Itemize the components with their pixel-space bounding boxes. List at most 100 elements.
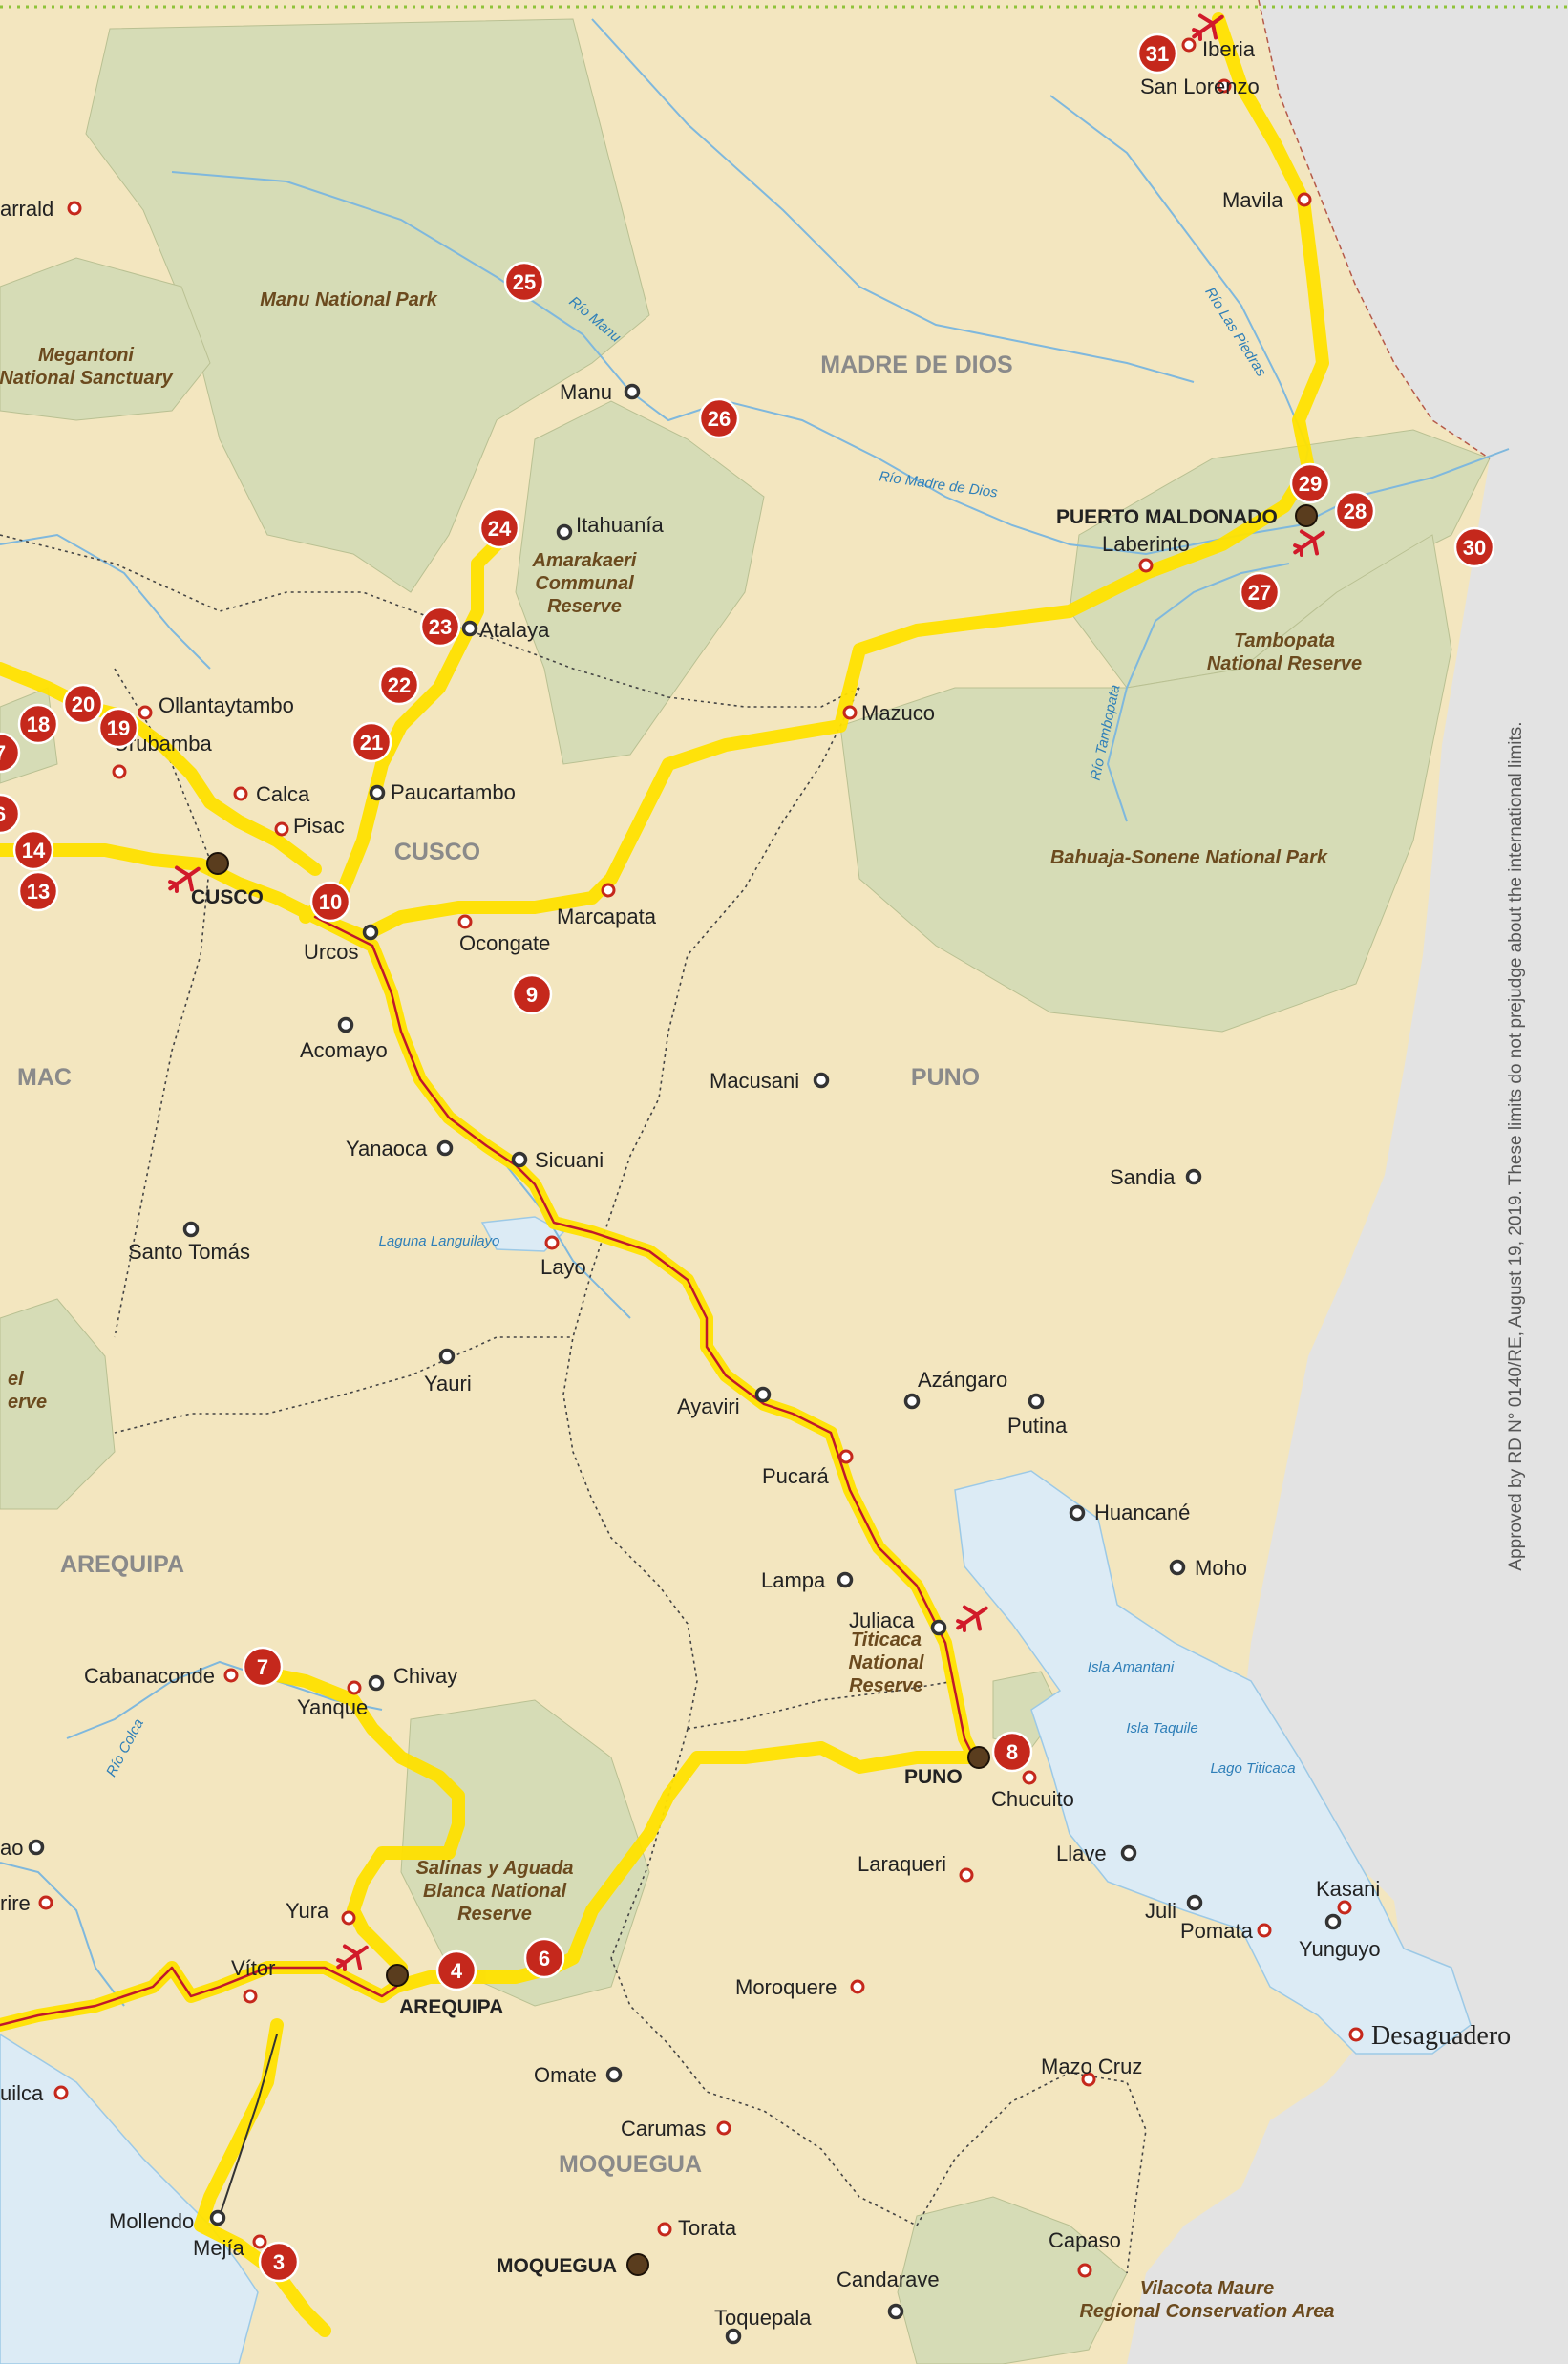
region-label-cusco: CUSCO — [394, 839, 480, 865]
place-moho[interactable]: Moho — [1169, 1556, 1248, 1580]
poi-marker-6[interactable]: 6 — [523, 1937, 565, 1979]
place-ayaviri[interactable]: Ayaviri — [677, 1386, 772, 1419]
place-urcos[interactable]: Urcos — [304, 924, 379, 965]
place-label: CUSCO — [191, 886, 264, 908]
poi-marker-14[interactable]: 14 — [12, 829, 54, 871]
place-ocongate[interactable]: Ocongate — [457, 914, 550, 955]
place-mavila[interactable]: Mavila — [1222, 188, 1312, 212]
poi-marker-4[interactable]: 4 — [435, 1949, 477, 1991]
place-sanlorenzo[interactable]: San Lorenzo — [1140, 75, 1260, 98]
place-arequipa[interactable]: AREQUIPA — [386, 1964, 503, 2018]
poi-marker-27[interactable]: 27 — [1239, 571, 1281, 613]
place-omate[interactable]: Omate — [534, 2063, 623, 2087]
poi-marker-9[interactable]: 9 — [511, 973, 553, 1015]
poi-marker-3[interactable]: 3 — [258, 2241, 300, 2283]
place-carumas[interactable]: Carumas — [621, 2117, 731, 2140]
poi-marker-31[interactable]: 31 — [1136, 32, 1178, 75]
place-ao[interactable]: ao — [0, 1836, 45, 1860]
poi-marker-23[interactable]: 23 — [419, 606, 461, 648]
village-dot — [657, 2222, 672, 2237]
place-mollendo[interactable]: Mollendo — [109, 2209, 226, 2233]
place-yauri[interactable]: Yauri — [424, 1348, 472, 1396]
place-chivay[interactable]: Chivay — [368, 1664, 458, 1692]
place-pomata[interactable]: Pomata — [1180, 1919, 1272, 1943]
poi-marker-8[interactable]: 8 — [991, 1731, 1033, 1773]
place-ollantaytambo[interactable]: Ollantaytambo — [138, 693, 294, 720]
place-marcapata[interactable]: Marcapata — [557, 883, 657, 928]
poi-marker-28[interactable]: 28 — [1334, 490, 1376, 532]
poi-marker-30[interactable]: 30 — [1453, 526, 1495, 568]
place-rire[interactable]: rire — [0, 1891, 53, 1915]
place-toquepala[interactable]: Toquepala — [714, 2306, 812, 2345]
place-calca[interactable]: Calca — [233, 782, 310, 806]
place-yanaoca[interactable]: Yanaoca — [346, 1137, 454, 1161]
poi-marker-21[interactable]: 21 — [350, 721, 392, 763]
place-huancane[interactable]: Huancané — [1069, 1501, 1191, 1524]
place-laraqueri[interactable]: Laraqueri — [858, 1852, 974, 1883]
border-apurimac-cusco — [114, 668, 211, 1338]
town-dot — [209, 2209, 226, 2226]
place-puertomaldonado[interactable]: PUERTO MALDONADO — [1056, 504, 1318, 528]
place-arrald[interactable]: arrald — [0, 197, 82, 221]
poi-marker-25[interactable]: 25 — [503, 261, 545, 303]
place-putina[interactable]: Putina — [1007, 1393, 1068, 1438]
poi-marker-18[interactable]: 18 — [17, 703, 59, 745]
airport-icon — [336, 1944, 369, 1971]
place-azangaro[interactable]: Azángaro — [903, 1368, 1008, 1410]
place-chucuito[interactable]: Chucuito — [991, 1770, 1074, 1811]
poi-marker-20[interactable]: 20 — [62, 683, 104, 725]
place-pucara[interactable]: Pucará — [762, 1449, 854, 1488]
poi-marker-24[interactable]: 24 — [478, 507, 520, 549]
place-llave[interactable]: Llave — [1056, 1842, 1137, 1865]
place-pisac[interactable]: Pisac — [274, 814, 345, 838]
poi-marker-7[interactable]: 7 — [242, 1646, 284, 1688]
place-yunguyo[interactable]: Yunguyo — [1299, 1913, 1381, 1962]
place-mazuco[interactable]: Mazuco — [842, 701, 935, 725]
place-paucartambo[interactable]: Paucartambo — [369, 780, 516, 804]
poi-marker-26[interactable]: 26 — [698, 397, 740, 439]
place-mazocruz[interactable]: Mazo Cruz — [1041, 2055, 1142, 2087]
place-itahuania[interactable]: Itahuanía — [556, 513, 665, 541]
place-cusco[interactable]: CUSCO — [191, 852, 264, 908]
marker-number: 14 — [22, 839, 46, 863]
place-yura[interactable]: Yura — [286, 1899, 356, 1926]
place-uilca[interactable]: uilca — [0, 2081, 69, 2105]
place-kasani[interactable]: Kasani — [1316, 1877, 1380, 1915]
village-dot — [233, 786, 248, 801]
place-layo[interactable]: Layo — [540, 1235, 586, 1279]
poi-marker-10[interactable]: 10 — [309, 881, 351, 923]
place-puno[interactable]: PUNO — [904, 1746, 990, 1788]
poi-marker-19[interactable]: 19 — [97, 707, 139, 749]
place-laberinto[interactable]: Laberinto — [1102, 532, 1190, 573]
place-vitor[interactable]: Vítor — [231, 1956, 275, 2004]
place-moquegua[interactable]: MOQUEGUA — [497, 2253, 649, 2277]
place-capaso[interactable]: Capaso — [1049, 2228, 1121, 2278]
place-label: Laraqueri — [858, 1852, 946, 1876]
poi-marker-13[interactable]: 13 — [17, 870, 59, 912]
marker-number: 6 — [539, 1947, 550, 1970]
place-juli[interactable]: Juli — [1145, 1894, 1203, 1924]
poi-marker-22[interactable]: 22 — [378, 664, 420, 706]
place-desaguadero[interactable]: Desaguadero — [1348, 2021, 1511, 2051]
protected-label-amarakaeri: Amarakaeri — [532, 550, 637, 571]
place-moroquere[interactable]: Moroquere — [735, 1975, 865, 1999]
place-acomayo[interactable]: Acomayo — [300, 1016, 388, 1063]
town-dot — [511, 1151, 528, 1168]
place-macusani[interactable]: Macusani — [710, 1069, 830, 1093]
place-cabanaconde[interactable]: Cabanaconde — [84, 1664, 239, 1688]
place-mejia[interactable]: Mejía — [193, 2234, 267, 2260]
poi-marker-7[interactable]: 7 — [0, 732, 21, 774]
place-yanque[interactable]: Yanque — [297, 1680, 368, 1719]
poi-marker-29[interactable]: 29 — [1289, 462, 1331, 504]
place-lampa[interactable]: Lampa — [761, 1568, 854, 1592]
place-torata[interactable]: Torata — [657, 2216, 737, 2240]
place-sicuani[interactable]: Sicuani — [511, 1148, 604, 1172]
place-sandia[interactable]: Sandia — [1110, 1165, 1202, 1189]
place-santotomas[interactable]: Santo Tomás — [128, 1221, 250, 1265]
place-candarave[interactable]: Candarave — [837, 2268, 940, 2320]
place-atalaya[interactable]: Atalaya — [461, 618, 551, 642]
place-juliaca[interactable]: Juliaca — [849, 1608, 947, 1636]
place-manu[interactable]: Manu — [560, 380, 641, 404]
place-iberia[interactable]: Iberia — [1181, 37, 1256, 61]
poi-marker-6[interactable]: 6 — [0, 793, 21, 835]
